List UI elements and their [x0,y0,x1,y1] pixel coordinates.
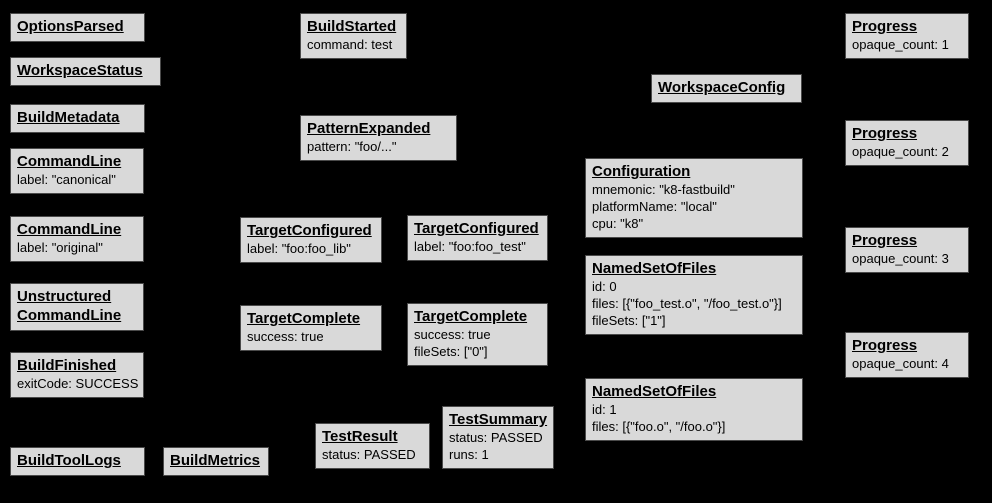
node-details: command: test [307,37,393,52]
node-named-set-of-files-1: NamedSetOfFiles id: 1 files: [{"foo.o", … [585,378,803,441]
node-details: label: "canonical" [17,172,116,187]
node-build-started: BuildStarted command: test [300,13,407,59]
node-details: status: PASSED runs: 1 [449,430,543,462]
node-build-finished: BuildFinished exitCode: SUCCESS [10,352,144,398]
node-title: TestSummary [449,411,548,428]
node-title: CommandLine [17,221,122,238]
node-title: WorkspaceConfig [658,79,786,96]
node-title: Progress [852,125,918,142]
node-details: opaque_count: 1 [852,37,949,52]
node-details: opaque_count: 3 [852,251,949,266]
node-details: opaque_count: 4 [852,356,949,371]
node-details: status: PASSED [322,447,416,462]
node-workspace-config: WorkspaceConfig [651,74,802,103]
node-title: TargetConfigured [414,220,539,237]
node-title: BuildFinished [17,357,117,374]
node-title: Configuration [592,163,691,180]
node-workspace-status: WorkspaceStatus [10,57,161,86]
node-details: pattern: "foo/..." [307,139,397,154]
node-command-line-canonical: CommandLine label: "canonical" [10,148,144,194]
node-title: TargetComplete [247,310,361,327]
node-title: Progress [852,18,918,35]
node-details: opaque_count: 2 [852,144,949,159]
node-command-line-original: CommandLine label: "original" [10,216,144,262]
node-title: TargetConfigured [247,222,372,239]
node-title: Unstructured CommandLine [17,288,122,324]
node-title: TargetComplete [414,308,528,325]
node-details: exitCode: SUCCESS [17,376,139,391]
node-progress-3: Progress opaque_count: 3 [845,227,969,273]
node-details: mnemonic: "k8-fastbuild" platformName: "… [592,182,735,231]
node-details: success: true [247,329,324,344]
node-title: NamedSetOfFiles [592,260,717,277]
node-progress-2: Progress opaque_count: 2 [845,120,969,166]
node-progress-1: Progress opaque_count: 1 [845,13,969,59]
node-test-summary: TestSummary status: PASSED runs: 1 [442,406,554,469]
node-title: BuildMetrics [170,452,261,469]
node-unstructured-command-line: Unstructured CommandLine [10,283,144,331]
node-details: id: 1 files: [{"foo.o", "/foo.o"}] [592,402,726,434]
node-test-result: TestResult status: PASSED [315,423,430,469]
node-build-tool-logs: BuildToolLogs [10,447,145,476]
node-details: label: "foo:foo_lib" [247,241,351,256]
node-title: Progress [852,232,918,249]
node-pattern-expanded: PatternExpanded pattern: "foo/..." [300,115,457,161]
node-title: CommandLine [17,153,122,170]
node-title: BuildStarted [307,18,397,35]
node-details: label: "original" [17,240,103,255]
node-details: label: "foo:foo_test" [414,239,526,254]
node-details: id: 0 files: [{"foo_test.o", "/foo_test.… [592,279,782,328]
node-title: WorkspaceStatus [17,62,143,79]
node-target-complete-foo-test: TargetComplete success: true fileSets: [… [407,303,548,366]
node-title: BuildToolLogs [17,452,121,469]
node-title: PatternExpanded [307,120,431,137]
node-target-configured-foo-lib: TargetConfigured label: "foo:foo_lib" [240,217,382,263]
node-configuration: Configuration mnemonic: "k8-fastbuild" p… [585,158,803,238]
node-options-parsed: OptionsParsed [10,13,145,42]
node-target-complete-foo-lib: TargetComplete success: true [240,305,382,351]
node-named-set-of-files-0: NamedSetOfFiles id: 0 files: [{"foo_test… [585,255,803,335]
node-target-configured-foo-test: TargetConfigured label: "foo:foo_test" [407,215,548,261]
node-title: Progress [852,337,918,354]
node-build-metadata: BuildMetadata [10,104,145,133]
node-details: success: true fileSets: ["0"] [414,327,491,359]
node-build-metrics: BuildMetrics [163,447,269,476]
node-progress-4: Progress opaque_count: 4 [845,332,969,378]
node-title: TestResult [322,428,398,445]
node-title: OptionsParsed [17,18,124,35]
node-title: NamedSetOfFiles [592,383,717,400]
node-title: BuildMetadata [17,109,120,126]
